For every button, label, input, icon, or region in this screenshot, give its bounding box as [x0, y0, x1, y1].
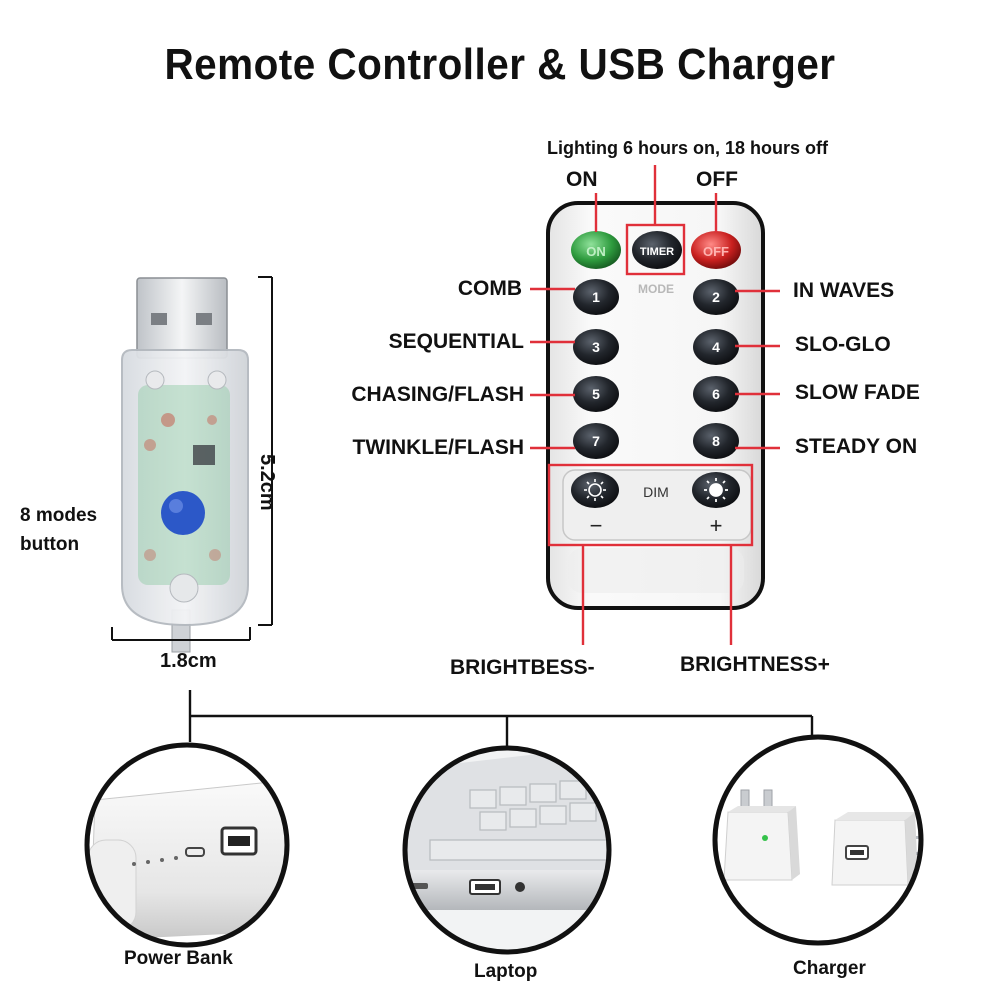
mode-label-6: SLOW FADE — [795, 381, 920, 404]
mode-button-number-6: 6 — [712, 386, 720, 402]
mode-label-2: IN WAVES — [793, 279, 895, 302]
mode-buttons: 1 2 3 4 5 6 7 8 — [573, 279, 739, 459]
mode-label-5: CHASING/FLASH — [351, 383, 524, 406]
dimension-lines — [111, 276, 273, 641]
mode-button-number-3: 3 — [592, 339, 600, 355]
mode-button-label-line2: button — [20, 534, 80, 555]
mode-label-4: SLO-GLO — [795, 333, 891, 356]
page-title: Remote Controller & USB Charger — [164, 40, 836, 89]
btn-off-text: OFF — [703, 244, 729, 259]
mode-button-8[interactable] — [693, 423, 739, 459]
mode-label-7: TWINKLE/FLASH — [352, 436, 524, 459]
btn-timer-text: TIMER — [640, 246, 674, 258]
mode-button-number-4: 4 — [712, 339, 720, 355]
callout-lines — [530, 165, 780, 645]
mode-button-2[interactable] — [693, 279, 739, 315]
dim-sun-icon — [584, 479, 606, 501]
mode-button-4[interactable] — [693, 329, 739, 365]
charger-illustration — [712, 734, 924, 946]
remote-control: ON TIMER OFF MODE 1 2 3 4 5 6 7 8 DIM − + — [546, 201, 765, 610]
mode-button-7[interactable] — [573, 423, 619, 459]
usb-dongle — [121, 277, 249, 653]
mode-button-number-8: 8 — [712, 433, 720, 449]
mode-button-label-line1: 8 modes — [20, 505, 98, 526]
height-dimension-label: 5.2cm — [256, 454, 278, 511]
brightness-plus-label: BRIGHTNESS+ — [680, 653, 830, 676]
plus-text: + — [710, 513, 723, 538]
mode-label-8: STEADY ON — [795, 435, 918, 458]
brightness-minus-label: BRIGHTBESS- — [450, 656, 595, 679]
mode-button-3[interactable] — [573, 329, 619, 365]
device-label-charger: Charger — [793, 958, 866, 979]
mode-text: MODE — [638, 282, 674, 296]
on-label: ON — [566, 168, 598, 191]
mode-button-number-5: 5 — [592, 386, 600, 402]
mode-button-1[interactable] — [573, 279, 619, 315]
mode-button-number-1: 1 — [592, 289, 600, 305]
bright-sun-icon — [704, 478, 728, 502]
mode-button-6[interactable] — [693, 376, 739, 412]
mode-label-3: SEQUENTIAL — [388, 330, 524, 353]
device-label-power-bank: Power Bank — [124, 948, 233, 969]
minus-text: − — [590, 513, 603, 538]
dim-text: DIM — [643, 484, 669, 500]
power-bank-illustration — [84, 742, 290, 948]
mode-button-number-7: 7 — [592, 433, 600, 449]
mode-label-1: COMB — [457, 277, 522, 300]
mode-button-blue — [161, 491, 205, 535]
mode-button-number-2: 2 — [712, 289, 720, 305]
laptop-illustration — [402, 745, 612, 955]
off-label: OFF — [696, 168, 738, 191]
device-label-laptop: Laptop — [474, 961, 538, 982]
timer-note: Lighting 6 hours on, 18 hours off — [547, 138, 828, 158]
connector-lines — [188, 690, 814, 752]
mode-button-5[interactable] — [573, 376, 619, 412]
btn-on-text: ON — [586, 244, 606, 259]
width-dimension-label: 1.8cm — [160, 650, 217, 672]
